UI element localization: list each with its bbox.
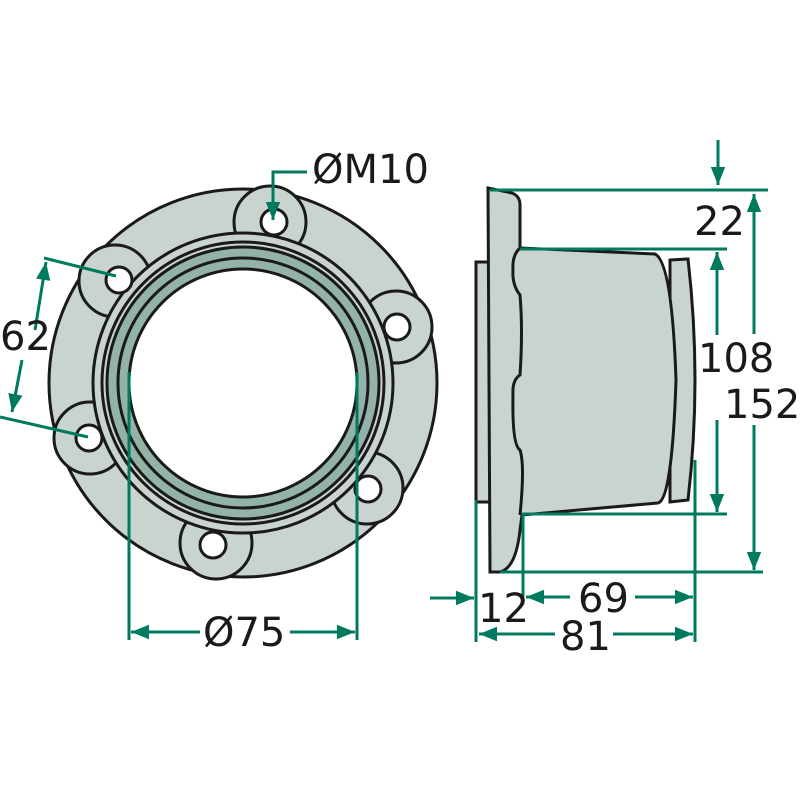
rear-rim bbox=[668, 257, 697, 504]
body-height-label: 108 bbox=[698, 336, 774, 382]
hole-size-label: ØM10 bbox=[312, 147, 429, 193]
body-length-label: 69 bbox=[578, 576, 629, 622]
total-length-label: 81 bbox=[560, 614, 611, 660]
hole-leader bbox=[265, 170, 307, 220]
bolt-spacing-label: 62 bbox=[0, 314, 51, 360]
flange-height-label: 152 bbox=[724, 382, 800, 428]
front-view: ØM10 62 Ø75 bbox=[0, 147, 439, 656]
bore bbox=[127, 267, 359, 499]
offset-label: 22 bbox=[694, 199, 745, 245]
flange-thickness-label: 12 bbox=[478, 586, 529, 632]
side-view: 22 108 152 12 69 81 bbox=[430, 140, 800, 660]
bore-diameter-label: Ø75 bbox=[203, 610, 285, 656]
housing-body bbox=[486, 186, 678, 574]
